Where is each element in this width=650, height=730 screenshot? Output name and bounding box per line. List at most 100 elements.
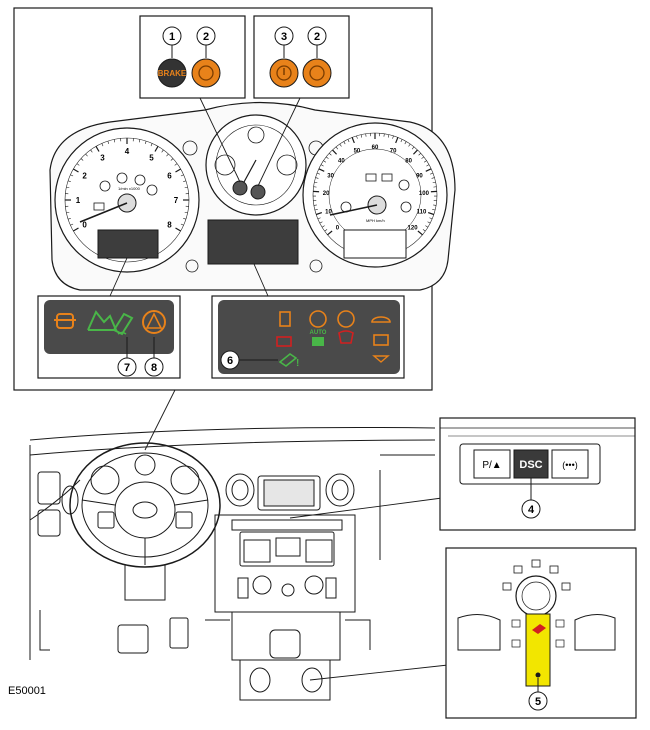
auto-lamp: [312, 337, 324, 346]
warning-triangle-lamp: [142, 310, 166, 334]
engine-check-lamp: [309, 310, 327, 328]
rpm-unit: 1/min x1000: [118, 186, 141, 191]
rpm-tick-label: 6: [167, 172, 172, 181]
lamp-panel-right-bg: [218, 300, 400, 374]
speed-tick-label: 60: [372, 145, 379, 151]
rpm-tick-label: 8: [167, 221, 172, 230]
callout-box-ebd: 3 2: [253, 15, 350, 99]
rpm-tick-label: 3: [100, 154, 105, 163]
center-gauges: [182, 114, 324, 273]
speed-minor-tick: [430, 172, 434, 175]
rpm-minor-tick: [80, 158, 84, 161]
rpm-minor-tick: [101, 143, 104, 147]
speed-minor-tick: [328, 153, 332, 156]
speed-tick-label: 100: [419, 191, 430, 197]
speed-minor-tick: [432, 181, 436, 184]
speed-minor-tick: [316, 172, 320, 175]
lamp-panel-left: 7 8: [37, 257, 181, 379]
rpm-minor-tick: [183, 180, 187, 183]
hdc-lamp: [87, 310, 118, 331]
speed-minor-tick: [317, 217, 321, 220]
callout-5: 5: [535, 696, 541, 708]
speed-minor-tick: [320, 164, 324, 167]
speed-tick: [332, 149, 338, 155]
hill-descent-label: P/▲: [482, 460, 501, 471]
speed-tick-label: 120: [408, 225, 419, 231]
speed-minor-tick: [423, 160, 427, 163]
abs-lamp-2: [302, 58, 332, 88]
fog-lamp: [372, 355, 390, 363]
tyre-pressure-lamp: [338, 330, 354, 344]
rpm-minor-tick: [70, 174, 74, 177]
speed-tick: [427, 212, 435, 216]
park-brake-button[interactable]: [551, 449, 589, 479]
rpm-minor-tick: [90, 149, 93, 153]
dsc-off-lamp: [278, 353, 298, 367]
dsc-button[interactable]: [513, 449, 549, 479]
speed-minor-tick: [356, 135, 358, 139]
speed-minor-tick: [422, 229, 426, 232]
rpm-minor-tick: [161, 149, 164, 153]
speed-minor-tick: [427, 221, 431, 224]
rpm-minor-tick: [180, 174, 184, 177]
speed-tick-label: 110: [417, 209, 427, 215]
speed-minor-tick: [315, 177, 319, 179]
lamp-panel-left-bg: [44, 300, 174, 354]
callout-2b: 2: [314, 31, 320, 43]
glow-plug-lamp: [373, 334, 389, 346]
lamp-panel-right: AUTO ! 6: [211, 263, 405, 379]
trailer-lamp: [337, 310, 355, 328]
park-brake-lamp-position: [250, 184, 266, 200]
speed-tick: [395, 137, 399, 144]
figure-id: E50001: [8, 685, 46, 697]
rpm-minor-tick: [184, 211, 188, 214]
abs-lamp: [191, 58, 221, 88]
rpm-minor-tick: [150, 143, 153, 147]
dsc-off-exclaim: !: [296, 358, 299, 369]
speed-tick-label: 40: [338, 158, 345, 164]
speed-minor-tick: [319, 221, 323, 224]
speed-tick: [412, 149, 418, 155]
rpm-minor-tick: [180, 223, 184, 226]
terrain-mode-icon: [532, 624, 546, 634]
speed-minor-tick: [418, 153, 422, 156]
rpm-tick: [73, 227, 79, 232]
rpm-tick-label: 2: [82, 172, 87, 181]
callout-3: 3: [281, 31, 287, 43]
rpm-minor-tick: [76, 163, 80, 166]
rpm-minor-tick: [107, 140, 110, 144]
speed-minor-tick: [400, 139, 403, 143]
speed-minor-tick: [313, 204, 317, 206]
rpm-minor-tick: [85, 153, 88, 157]
speed-tick-label: 90: [416, 173, 423, 179]
hill-descent-button[interactable]: [473, 449, 511, 479]
speed-minor-tick: [314, 181, 318, 184]
speed-minor-tick: [392, 135, 394, 139]
rpm-minor-tick: [67, 180, 71, 183]
callout-8: 8: [151, 362, 157, 374]
speed-minor-tick: [411, 146, 415, 150]
message-center-display: [207, 219, 299, 265]
speed-minor-tick: [324, 229, 328, 232]
rpm-minor-tick: [174, 163, 178, 166]
brake-lamp-label: BRAKE: [158, 69, 187, 78]
speed-tick: [315, 212, 323, 216]
dashboard: [29, 427, 436, 701]
speed-tick: [417, 230, 423, 236]
speed-minor-tick: [426, 164, 430, 167]
dsc-lamp: [112, 312, 134, 336]
seatbelt-lamp: [54, 313, 76, 329]
rpm-minor-tick: [66, 211, 70, 214]
speed-tick: [327, 230, 333, 236]
speed-tick-label: 20: [323, 191, 330, 197]
callout-6: 6: [227, 355, 233, 367]
speed-minor-tick: [323, 160, 327, 163]
speed-tick-label: 80: [405, 158, 412, 164]
speed-minor-tick: [335, 146, 339, 150]
rpm-tick-label: 5: [149, 154, 154, 163]
rpm-minor-tick: [144, 140, 147, 144]
